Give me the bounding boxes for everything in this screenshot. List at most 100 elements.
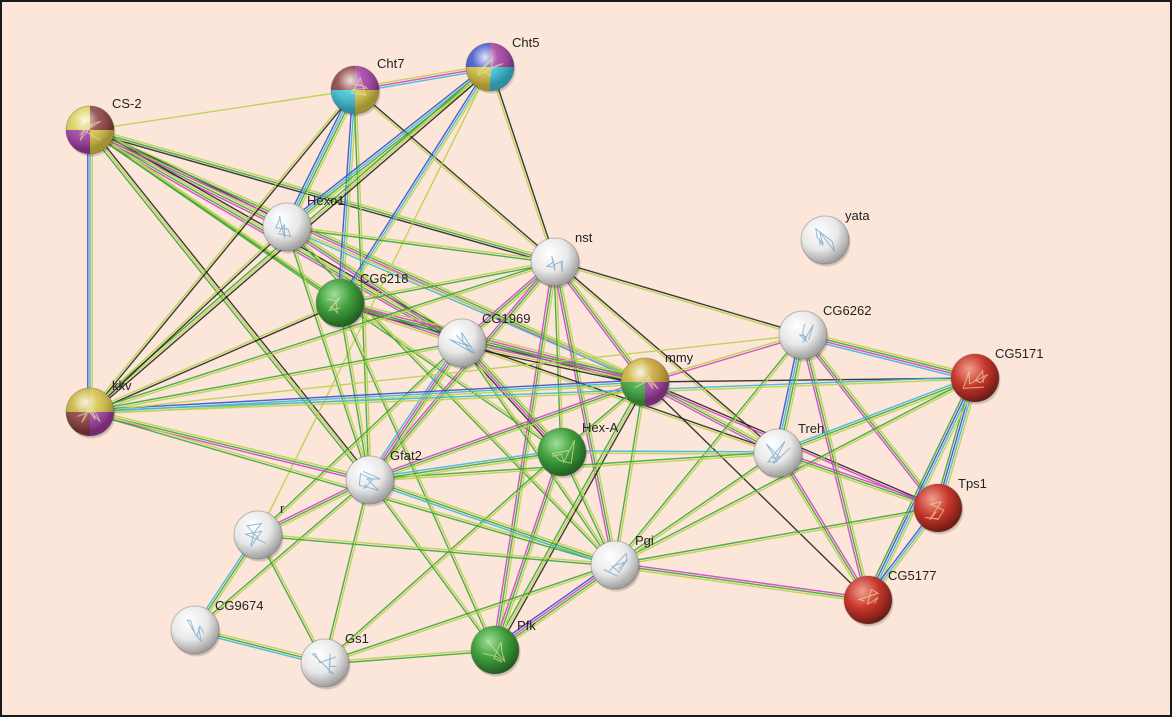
edge-mmy-Gfat2[interactable] <box>369 379 646 483</box>
edge-nst-CG6262[interactable] <box>554 260 804 337</box>
edge-CG1969-kkv[interactable] <box>89 341 463 414</box>
edge-Tps1-Pgi[interactable] <box>614 506 939 567</box>
edge-evidence-line <box>286 227 555 264</box>
node-rim <box>170 605 220 655</box>
node-Tps1[interactable]: Tps1 <box>913 476 987 535</box>
edge-Cht7-Gfat2[interactable] <box>353 89 372 481</box>
node-yata[interactable]: yata <box>800 208 870 267</box>
edge-CG6262-Pgi[interactable] <box>613 333 805 567</box>
edge-Gfat2-Gs1[interactable] <box>323 479 372 664</box>
edge-Cht5-r[interactable] <box>257 66 491 536</box>
edge-nst-mmy[interactable] <box>552 260 648 384</box>
edge-Cht5-CG6218[interactable] <box>337 65 493 305</box>
edge-Cht7-nst[interactable] <box>353 88 557 264</box>
edge-CG6262-CG5177[interactable] <box>800 334 871 601</box>
edge-mmy-CG6262[interactable] <box>644 333 804 384</box>
edge-CS-2-Cht7[interactable] <box>89 89 356 131</box>
edge-Cht7-Hexo1[interactable] <box>283 88 359 229</box>
edge-Hexo1-kkv[interactable] <box>88 225 289 414</box>
node-Treh[interactable]: Treh <box>753 421 824 480</box>
edge-Gfat2-Pgi[interactable] <box>369 477 616 568</box>
protein-structure-icon <box>274 215 292 239</box>
edge-Gfat2-CG9674[interactable] <box>193 478 372 632</box>
node-CS-2[interactable]: CS-2 <box>65 96 142 157</box>
node-label: Cht7 <box>377 56 404 71</box>
edge-Hex-A-Pfk[interactable] <box>492 451 565 651</box>
edge-Treh-Pgi[interactable] <box>613 451 780 567</box>
edge-CS-2-Gfat2[interactable] <box>87 128 373 482</box>
edge-CG5177-Pgi[interactable] <box>614 562 869 603</box>
node-CG5177[interactable]: CG5177 <box>843 568 936 627</box>
edge-nst-kkv[interactable] <box>89 260 556 414</box>
edge-Hexo1-Gfat2[interactable] <box>285 226 372 481</box>
node-nst[interactable]: nst <box>530 230 593 289</box>
edge-kkv-Gfat2[interactable] <box>89 409 371 483</box>
node-kkv[interactable]: kkv <box>65 378 132 439</box>
node-CG5171[interactable]: CG5171 <box>950 346 1043 405</box>
edge-Gs1-Pfk[interactable] <box>324 648 496 665</box>
node-CG6218[interactable]: CG6218 <box>315 271 408 330</box>
node-Cht7[interactable]: Cht7 <box>330 56 404 117</box>
edge-CG1969-Treh[interactable] <box>461 341 779 455</box>
protein-structure-icon <box>358 470 381 492</box>
node-Hex-A[interactable]: Hex-A <box>537 420 618 479</box>
edge-evidence-line <box>493 563 615 650</box>
edge-mmy-Treh[interactable] <box>643 379 780 456</box>
edge-CG6218-kkv[interactable] <box>89 301 341 414</box>
edge-Tps1-Treh[interactable] <box>777 450 939 511</box>
edge-CG6218-Gfat2[interactable] <box>338 302 372 481</box>
edge-CS-2-kkv[interactable] <box>87 130 93 412</box>
edge-CG1969-Gfat2[interactable] <box>366 340 466 483</box>
edge-evidence-line <box>777 452 939 509</box>
node-Gs1[interactable]: Gs1 <box>300 631 369 690</box>
edge-Hex-A-Gs1[interactable] <box>323 450 564 665</box>
edge-mmy-Pgi[interactable] <box>613 381 647 566</box>
node-rim <box>537 427 587 477</box>
edge-evidence-line <box>89 376 975 412</box>
node-r[interactable]: r <box>233 501 285 562</box>
edge-CG5171-Treh[interactable] <box>776 375 977 456</box>
edge-nst-Pgi[interactable] <box>552 261 618 566</box>
edge-mmy-Pfk[interactable] <box>492 380 648 652</box>
edge-evidence-line <box>777 452 869 601</box>
edge-evidence-line <box>285 89 355 227</box>
edge-nst-Hex-A[interactable] <box>553 261 564 453</box>
edge-Gfat2-Pfk[interactable] <box>368 478 497 652</box>
edge-Hexo1-nst[interactable] <box>286 225 556 264</box>
edge-CG6262-kkv[interactable] <box>89 334 804 413</box>
edge-Pgi-Gs1[interactable] <box>324 563 616 665</box>
node-label: Cht5 <box>512 35 539 50</box>
edge-r-Gs1[interactable] <box>256 534 327 664</box>
node-Pgi[interactable]: Pgi <box>590 533 654 592</box>
node-CG9674[interactable]: CG9674 <box>170 598 263 657</box>
edge-Cht7-kkv[interactable] <box>88 88 357 414</box>
node-CG1969[interactable]: CG1969 <box>437 311 530 370</box>
edge-Pgi-Pfk[interactable] <box>492 561 618 654</box>
node-CG6262[interactable]: CG6262 <box>778 303 871 362</box>
edge-evidence-line <box>776 375 975 452</box>
node-label: CG5171 <box>995 346 1043 361</box>
edge-evidence-line <box>369 481 615 568</box>
node-Cht5[interactable]: Cht5 <box>465 35 539 94</box>
edge-CG5171-kkv[interactable] <box>89 376 976 414</box>
node-Pfk[interactable]: Pfk <box>470 618 536 677</box>
edge-Cht5-nst[interactable] <box>488 66 557 263</box>
edge-Hexo1-mmy[interactable] <box>286 225 646 384</box>
node-sphere <box>754 429 802 477</box>
edge-evidence-line <box>287 226 372 480</box>
edge-evidence-line <box>87 130 369 482</box>
node-Hexo1[interactable]: Hexo1 <box>262 193 345 254</box>
node-Gfat2[interactable]: Gfat2 <box>345 448 422 507</box>
node-mmy[interactable]: mmy <box>620 350 694 409</box>
edge-CG6262-CG5171[interactable] <box>802 331 976 382</box>
edge-evidence-line <box>779 451 871 600</box>
edge-CG6218-nst[interactable] <box>339 260 556 305</box>
edge-Hex-A-Gfat2[interactable] <box>369 449 563 483</box>
edge-evidence-line <box>802 334 939 509</box>
edge-r-Pgi[interactable] <box>257 533 616 567</box>
edge-evidence-line <box>370 478 497 650</box>
edge-evidence-line <box>554 261 646 383</box>
edge-CG5177-Treh[interactable] <box>775 451 871 602</box>
edge-CG5171-Pgi[interactable] <box>614 376 976 567</box>
